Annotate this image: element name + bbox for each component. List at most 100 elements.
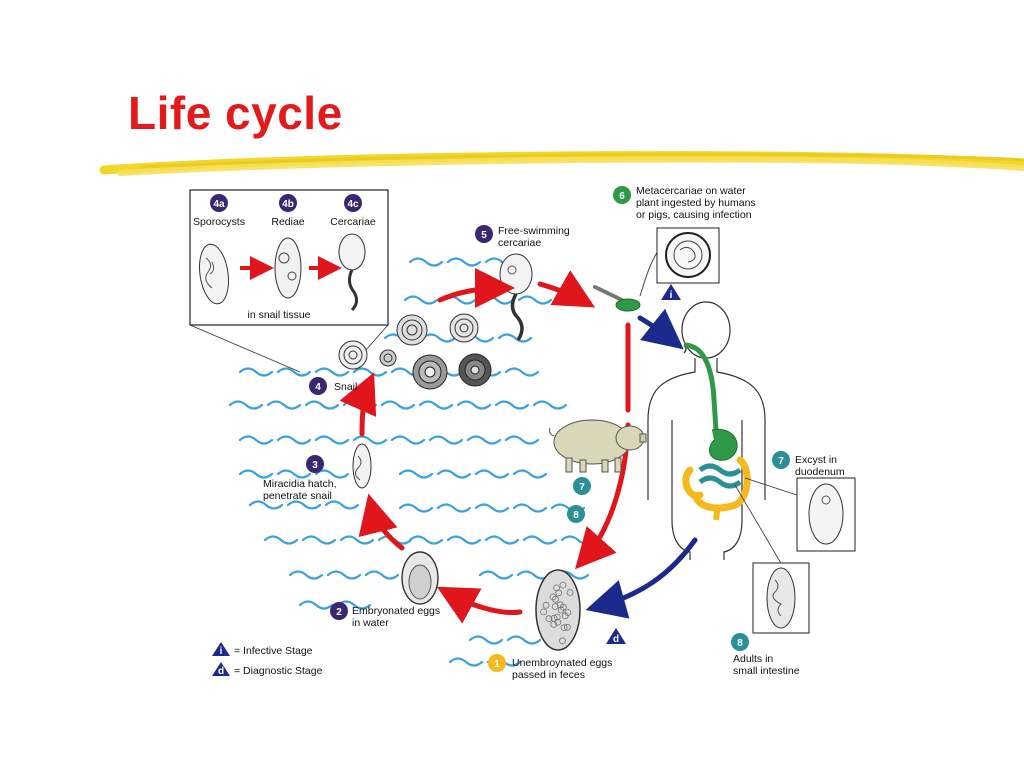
wave-stroke — [304, 400, 340, 410]
rediae-label: Rediae — [271, 216, 304, 228]
wave-stroke — [352, 435, 388, 445]
legend-diagnostic-label: = Diagnostic Stage — [234, 665, 323, 677]
wave-stroke — [532, 400, 568, 410]
wave-stroke — [276, 469, 312, 479]
wave-stroke — [428, 435, 464, 445]
wave-stroke — [494, 400, 530, 410]
wave-stroke — [286, 500, 322, 510]
wave-stroke — [314, 367, 350, 377]
wave-stroke — [421, 333, 457, 343]
step-badge-number-5: 5 — [481, 230, 487, 241]
step-4-label-line: Snail — [334, 381, 357, 393]
egg-granule — [559, 637, 566, 645]
wave-stroke — [506, 635, 542, 645]
step-badge-number-2: 2 — [336, 607, 342, 618]
wave-stroke — [266, 400, 302, 410]
snail-tissue-caption: in snail tissue — [247, 309, 310, 321]
badge-4a: 4a — [213, 199, 225, 210]
egg-granule — [553, 584, 560, 592]
step-1-label-line: Unembroynated eggs — [512, 657, 612, 669]
step-badge-number-6: 6 — [619, 191, 625, 202]
diagnostic-stage-icon — [212, 662, 230, 676]
step-7-label-line: duodenum — [795, 466, 845, 478]
infective-stage-icon — [212, 642, 230, 656]
cercariae-stage: 4c Cercariae — [330, 194, 376, 312]
embryonated-egg — [401, 551, 439, 605]
wave-stroke — [324, 500, 360, 510]
wave-stroke — [398, 469, 434, 479]
step-badge-number-1: 1 — [494, 659, 500, 670]
wave-stroke — [228, 400, 264, 410]
wave-stroke — [336, 600, 372, 610]
wave-stroke — [436, 469, 472, 479]
step-badge-2 — [330, 602, 348, 620]
rediae-stage: 4b Rediae — [271, 194, 305, 299]
wave-stroke — [403, 295, 439, 305]
step-6-label-line: plant ingested by humans — [636, 197, 756, 209]
sporocysts-label: Sporocysts — [193, 216, 245, 228]
legend-symbol-d: d — [218, 666, 224, 677]
wave-stroke — [342, 400, 378, 410]
wave-stroke — [238, 435, 274, 445]
step-2-label-line: Embryonated eggs — [352, 605, 440, 617]
wave-stroke — [276, 435, 312, 445]
wave-stroke — [408, 257, 444, 267]
wave-stroke — [276, 367, 312, 377]
wave-stroke — [380, 400, 416, 410]
wave-stroke — [479, 295, 515, 305]
step-6-label-line: Metacercariae on water — [636, 185, 746, 197]
wave-stroke — [446, 535, 482, 545]
wave-stroke — [504, 435, 540, 445]
wave-stroke — [238, 469, 274, 479]
egg-granule — [540, 608, 547, 616]
wave-stroke — [560, 535, 596, 545]
step-badge-6 — [613, 186, 631, 204]
water-plant-spoon — [593, 247, 661, 312]
step-6-label-line: or pigs, causing infection — [636, 209, 752, 221]
wave-stroke — [238, 367, 274, 377]
svg-text:i: i — [670, 290, 673, 301]
legend-infective-label: = Infective Stage — [234, 645, 313, 657]
wave-stroke — [408, 535, 444, 545]
wave-stroke — [517, 295, 553, 305]
egg-granule — [545, 615, 553, 623]
digestive-tract — [682, 342, 751, 521]
wave-stroke — [474, 503, 510, 513]
human-figure — [647, 301, 766, 560]
unembryonated-egg: d — [535, 569, 626, 651]
wave-stroke — [446, 257, 482, 267]
wave-stroke — [478, 570, 514, 580]
step-1-label-line: passed in feces — [512, 669, 585, 681]
wave-stroke — [263, 535, 299, 545]
wave-stroke — [474, 469, 510, 479]
egg-granule — [549, 593, 557, 601]
legend: i = Infective Stage d = Diagnostic Stage — [212, 642, 323, 677]
egg-granule — [566, 589, 574, 596]
wave-stroke — [484, 535, 520, 545]
svg-text:d: d — [613, 634, 619, 645]
egg-granule — [552, 595, 559, 603]
wave-stroke — [512, 503, 548, 513]
egg-granule — [564, 609, 572, 616]
egg-granule — [551, 603, 559, 610]
excysted-larva-image — [744, 477, 856, 552]
step-8-label-line: Adults in — [733, 653, 773, 665]
step-badge-5 — [475, 225, 493, 243]
wave-stroke — [512, 469, 548, 479]
pig-badge-8: 8 — [573, 510, 579, 521]
egg-granule — [564, 623, 571, 631]
pig-badges: 7 8 — [567, 477, 591, 523]
miracidium — [352, 443, 372, 489]
step-5-label-line: cercariae — [498, 237, 541, 249]
step-badge-4 — [309, 377, 327, 395]
wave-stroke — [339, 535, 375, 545]
wave-stroke — [301, 535, 337, 545]
egg-granule — [556, 601, 564, 609]
step-badge-1 — [488, 654, 506, 672]
step-badge-number-7: 7 — [778, 456, 784, 467]
egg-granule — [542, 601, 550, 609]
step-badge-number-4: 4 — [315, 382, 321, 393]
wave-stroke — [298, 600, 334, 610]
